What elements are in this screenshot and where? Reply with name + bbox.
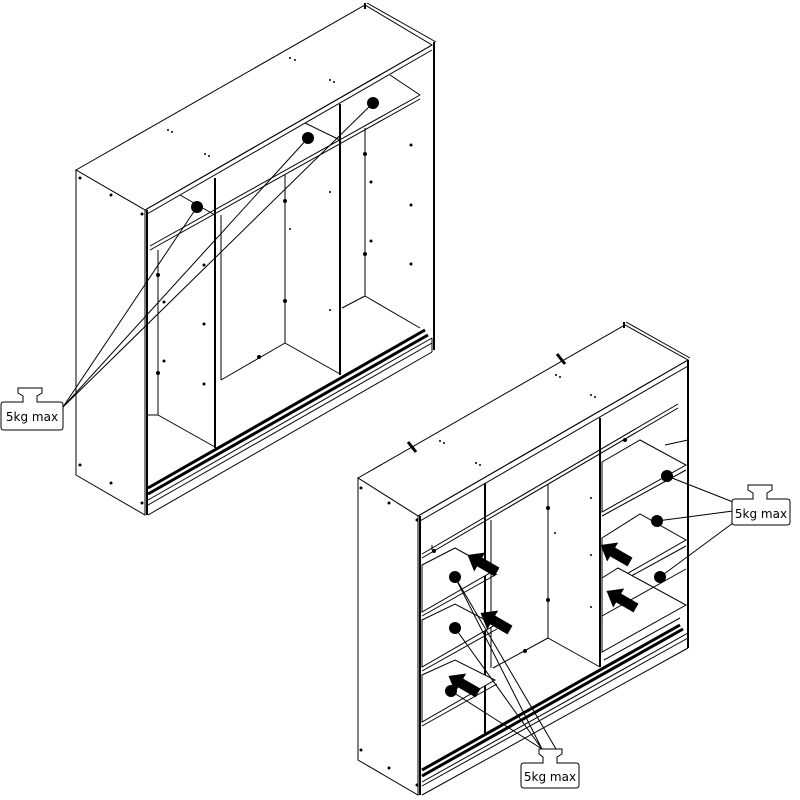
- weight-icon: [0, 387, 64, 431]
- arrow-icon: [600, 542, 633, 567]
- weight-label-text: 5kg max: [524, 770, 576, 784]
- weight-icon: [731, 484, 791, 526]
- arrow-icon: [448, 673, 481, 698]
- arrow-icon: [606, 588, 639, 613]
- weight-limit-label-right: 5kg max: [731, 484, 791, 526]
- right-shelves: [601, 439, 689, 653]
- weight-label-text: 5kg max: [6, 410, 58, 424]
- weight-limit-label-top: 5kg max: [0, 387, 64, 431]
- weight-icon: [520, 748, 580, 789]
- wardrobe-top: [62, 2, 437, 516]
- arrow-icon: [467, 552, 500, 577]
- insertion-arrows: [448, 542, 639, 698]
- arrow-icon: [480, 610, 513, 635]
- weight-limit-label-bottom: 5kg max: [520, 748, 580, 789]
- wardrobe-bottom: [357, 321, 734, 796]
- weight-label-text: 5kg max: [735, 507, 787, 521]
